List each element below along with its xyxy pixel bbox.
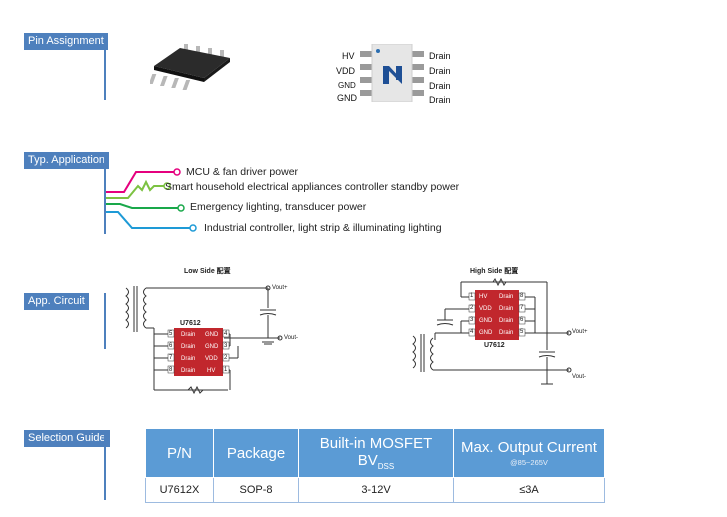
cell-max-current: ≤3A xyxy=(453,477,605,503)
low-side-circuit xyxy=(125,285,283,395)
low-side-vout-minus: Vout- xyxy=(284,335,299,341)
high-side-pin-l4: GND xyxy=(479,330,493,336)
high-side-pin-l2: VDD xyxy=(479,306,492,312)
pin-label-left-3: GND xyxy=(338,81,356,90)
low-side-num-l2: 6 xyxy=(169,343,173,349)
low-side-pin-l1: Drain xyxy=(181,332,196,338)
low-side-pin-r3: VDD xyxy=(205,356,218,362)
low-side-num-r4: 1 xyxy=(224,367,228,373)
high-side-pin-r3: Drain xyxy=(499,318,514,324)
high-side-num-r1: 8 xyxy=(520,293,524,299)
section-divider xyxy=(104,430,106,500)
high-side-num-r3: 6 xyxy=(520,317,524,323)
application-lines-graphic xyxy=(106,168,197,232)
low-side-num-r3: 2 xyxy=(224,355,228,361)
header-package: Package xyxy=(213,428,299,478)
high-side-title: High Side 配置 xyxy=(470,268,519,275)
pinout-diagram xyxy=(360,44,424,102)
high-side-num-l4: 4 xyxy=(470,329,474,335)
low-side-vout-plus: Vout+ xyxy=(272,285,288,291)
header-max-current-text: Max. Output Current xyxy=(461,439,597,456)
high-side-vout-plus: Vout+ xyxy=(572,329,588,335)
pin-label-right-5: Drain xyxy=(429,95,451,105)
high-side-num-l2: 2 xyxy=(470,305,474,311)
header-pn: P/N xyxy=(145,428,214,478)
low-side-num-r1: 4 xyxy=(224,331,228,337)
high-side-num-r4: 5 xyxy=(520,329,524,335)
section-label-selection-guide: Selection Guide xyxy=(24,430,110,447)
header-mosfet-bv: Built-in MOSFET BVDSS xyxy=(298,428,454,478)
high-side-num-l1: 1 xyxy=(470,293,474,299)
high-side-pin-r2: Drain xyxy=(499,306,514,312)
table-header-row: P/N Package Built-in MOSFET BVDSS Max. O… xyxy=(145,428,605,478)
cell-package: SOP-8 xyxy=(213,477,299,503)
low-side-pin-r4: HV xyxy=(207,368,216,374)
low-side-chip-name: U7612 xyxy=(180,320,201,327)
low-side-num-l4: 8 xyxy=(169,367,173,373)
high-side-pin-l3: GND xyxy=(479,318,493,324)
low-side-num-l1: 5 xyxy=(169,331,173,337)
low-side-title: Low Side 配置 xyxy=(184,268,231,275)
application-item-4: Industrial controller, light strip & ill… xyxy=(204,222,442,234)
header-mosfet-bv-text: Built-in MOSFET BV xyxy=(319,435,433,469)
pin-label-right-7: Drain xyxy=(429,66,451,76)
section-label-typ-application: Typ. Application xyxy=(24,152,110,169)
application-item-2: Smart household electrical appliances co… xyxy=(165,181,460,193)
low-side-pin-r2: GND xyxy=(205,344,219,350)
high-side-pin-l1: HV xyxy=(479,294,488,300)
high-side-num-l3: 3 xyxy=(470,317,474,323)
pin-label-left-4: GND xyxy=(337,93,357,103)
pin-label-right-8: Drain xyxy=(429,51,451,61)
section-label-pin-assignment: Pin Assignment xyxy=(24,33,108,50)
low-side-num-r2: 3 xyxy=(224,343,228,349)
section-label-app-circuit: App. Circuit xyxy=(24,293,89,310)
section-divider xyxy=(104,152,106,234)
low-side-pin-l4: Drain xyxy=(181,368,196,374)
header-max-current: Max. Output Current @85~265V xyxy=(453,428,605,478)
header-max-current-note: @85~265V xyxy=(510,458,548,467)
high-side-num-r2: 7 xyxy=(520,305,524,311)
cell-mosfet-bv: 3-12V xyxy=(298,477,454,503)
sop8-chip-photo xyxy=(150,44,230,90)
selection-guide-table: P/N Package Built-in MOSFET BVDSS Max. O… xyxy=(145,428,605,503)
section-divider xyxy=(104,293,106,349)
high-side-chip-name: U7612 xyxy=(484,342,505,349)
low-side-num-l3: 7 xyxy=(169,355,173,361)
application-item-3: Emergency lighting, transducer power xyxy=(190,201,367,213)
section-divider xyxy=(104,33,106,100)
high-side-pin-r1: Drain xyxy=(499,294,514,300)
low-side-pin-r1: GND xyxy=(205,332,219,338)
cell-pn: U7612X xyxy=(145,477,214,503)
table-row: U7612X SOP-8 3-12V ≤3A xyxy=(145,477,605,503)
pin-label-left-2: VDD xyxy=(336,66,356,76)
pin-label-right-6: Drain xyxy=(429,81,451,91)
application-item-1: MCU & fan driver power xyxy=(186,166,299,178)
high-side-circuit xyxy=(412,277,572,385)
low-side-pin-l3: Drain xyxy=(181,356,196,362)
pin-label-left-1: HV xyxy=(342,51,355,61)
high-side-pin-r4: Drain xyxy=(499,330,514,336)
low-side-pin-l2: Drain xyxy=(181,344,196,350)
header-mosfet-bv-sub: DSS xyxy=(377,462,395,471)
high-side-vout-minus: Vout- xyxy=(572,374,587,380)
